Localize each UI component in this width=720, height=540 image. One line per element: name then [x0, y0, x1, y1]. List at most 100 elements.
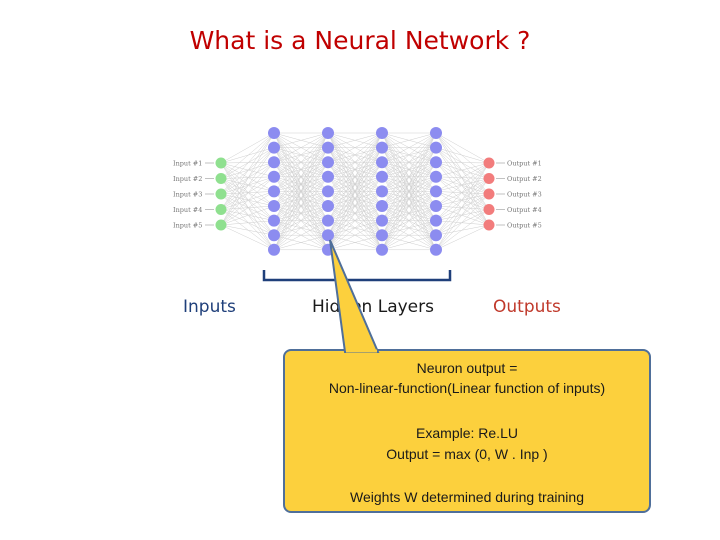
- output-node-label: Output #1: [507, 160, 542, 168]
- network-edge: [273, 132, 329, 192]
- slide-title: What is a Neural Network ?: [189, 26, 531, 55]
- network-edges: [220, 132, 490, 251]
- hidden-neuron: [322, 127, 334, 139]
- network-edge: [220, 162, 275, 192]
- network-edge: [381, 132, 437, 250]
- network-edge: [273, 132, 329, 163]
- network-edge: [435, 178, 490, 221]
- network-edge: [273, 132, 329, 148]
- network-edge: [327, 132, 383, 163]
- network-edge: [435, 193, 490, 250]
- hidden-neuron: [268, 200, 280, 212]
- input-node-label: Input #2: [173, 175, 202, 183]
- network-edge: [381, 220, 437, 251]
- network-edge: [327, 176, 383, 250]
- network-nodes: [215, 127, 495, 256]
- network-edge: [220, 193, 275, 236]
- inputs-label: Inputs: [183, 297, 236, 317]
- network-edge: [435, 132, 490, 195]
- hidden-neuron: [322, 185, 334, 198]
- network-edge: [435, 162, 490, 221]
- network-edge: [381, 132, 437, 163]
- input-neuron: [215, 188, 227, 200]
- network-edge: [220, 205, 275, 226]
- network-edge: [220, 162, 275, 207]
- network-edge: [381, 176, 437, 250]
- network-edge: [220, 162, 275, 236]
- network-edge: [220, 193, 275, 221]
- network-edge: [273, 234, 329, 251]
- network-edge: [435, 132, 490, 210]
- network-edge: [273, 132, 329, 177]
- neuron-output-callout: Neuron output = Non-linear-function(Line…: [283, 349, 651, 513]
- input-neuron: [215, 157, 227, 169]
- input-node-label: Input #5: [173, 222, 202, 230]
- network-edge: [435, 162, 490, 250]
- hidden-neuron: [268, 185, 280, 198]
- network-edge: [220, 220, 275, 226]
- output-neuron: [483, 219, 495, 231]
- network-edge: [435, 162, 490, 192]
- network-edge: [327, 205, 383, 250]
- network-edge: [381, 132, 437, 221]
- network-edge: [327, 162, 383, 250]
- hidden-neuron: [268, 229, 280, 242]
- network-edge: [435, 176, 490, 195]
- network-edge: [220, 209, 275, 236]
- network-edge: [220, 209, 275, 250]
- network-edge: [381, 191, 437, 250]
- network-edge: [220, 193, 275, 250]
- network-edge: [435, 147, 490, 164]
- network-edge: [435, 132, 490, 179]
- network-edge: [220, 132, 275, 226]
- outputs-label: Outputs: [493, 297, 561, 317]
- network-edge: [435, 176, 490, 210]
- network-edge: [220, 162, 275, 226]
- network-edge: [435, 209, 490, 250]
- hidden-neuron: [376, 243, 388, 256]
- network-edge: [220, 176, 275, 195]
- hidden-neuron: [430, 170, 442, 183]
- network-edge: [220, 178, 275, 192]
- network-edge: [435, 224, 490, 251]
- output-neuron: [483, 173, 495, 184]
- input-neuron: [215, 219, 227, 231]
- network-edge: [220, 178, 275, 236]
- network-edge: [327, 234, 383, 251]
- output-node-label: Output #2: [507, 175, 542, 183]
- network-edge: [220, 161, 275, 164]
- hidden-neuron: [430, 229, 442, 242]
- network-edge: [327, 132, 383, 250]
- network-edge: [435, 176, 490, 179]
- network-edge: [220, 147, 275, 179]
- network-edge: [435, 132, 490, 226]
- network-edge: [381, 162, 437, 250]
- network-edge: [435, 176, 490, 226]
- network-edge: [435, 205, 490, 210]
- network-edge: [435, 178, 490, 192]
- network-edge: [220, 162, 275, 178]
- network-edge: [327, 132, 383, 177]
- network-edge: [381, 132, 437, 236]
- network-edge: [273, 132, 329, 207]
- network-edge: [435, 161, 490, 195]
- network-edge: [327, 132, 383, 236]
- network-edge: [220, 162, 275, 221]
- network-edge: [435, 161, 490, 164]
- hidden-neuron: [268, 170, 280, 183]
- network-edge: [220, 132, 275, 210]
- network-edge: [435, 147, 490, 226]
- network-edge: [273, 132, 329, 221]
- network-edge: [435, 193, 490, 236]
- network-edge: [220, 224, 275, 251]
- network-edge: [435, 147, 490, 210]
- hidden-neuron: [430, 127, 442, 139]
- network-edge: [435, 224, 490, 236]
- input-node-label: Input #4: [173, 206, 202, 214]
- hidden-neuron: [430, 156, 442, 169]
- callout-line-1: Neuron output =: [416, 360, 518, 376]
- network-edge: [220, 178, 275, 221]
